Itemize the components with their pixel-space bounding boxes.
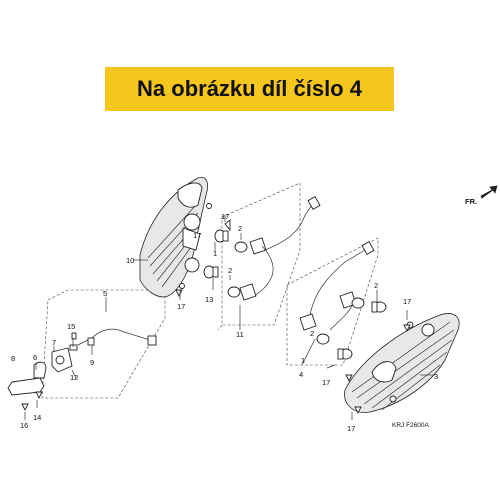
callout-11: 11: [236, 330, 244, 339]
callout-17: 17: [177, 302, 185, 311]
callout-17: 17: [403, 297, 411, 306]
bolt-icon: [345, 374, 353, 383]
callout-15: 15: [67, 322, 75, 331]
bolt-icon: [175, 289, 183, 298]
group-outline-4: [286, 237, 379, 366]
leader-lines: [24, 215, 433, 420]
banner-text: Na obrázku díl číslo 4: [137, 76, 362, 101]
callout-14: 14: [33, 413, 41, 422]
bolt-icon: [35, 391, 43, 400]
fasteners: [21, 219, 411, 415]
bolt-icon: [354, 406, 362, 415]
bolt-icon: [71, 332, 77, 340]
callout-4: 4: [299, 370, 303, 379]
group-outline-11: [221, 182, 301, 326]
socket-seal: [316, 333, 330, 345]
callout-3: 3: [434, 372, 438, 381]
callout-1: 1: [213, 249, 217, 258]
license-light-assembly: [7, 328, 157, 396]
callout-16: 16: [20, 421, 28, 430]
diagram-code: KRJ F2600A: [392, 422, 430, 429]
bulb-icon: [203, 265, 215, 279]
wire-connector: [307, 196, 321, 210]
right-turn-signal-assembly: [344, 313, 460, 413]
callout-2: 2: [228, 266, 232, 275]
callout-2: 2: [374, 281, 378, 290]
socket: [239, 283, 257, 301]
wire-grommet: [87, 337, 95, 346]
right-lens: [344, 313, 460, 413]
callout-7: 7: [52, 338, 56, 347]
group-outline-5: [41, 289, 166, 399]
callout-17: 17: [322, 378, 330, 387]
bolt-icon: [403, 324, 411, 333]
screw-icon: [389, 395, 397, 403]
left-turn-signal-assembly: [139, 176, 212, 298]
callout-17: 17: [347, 424, 355, 433]
callout-2: 2: [238, 224, 242, 233]
callout-13: 13: [205, 295, 213, 304]
bulb-icon: [69, 344, 78, 351]
socket-seal: [351, 297, 365, 309]
callout-12: 12: [70, 373, 78, 382]
front-direction-indicator: FR.: [465, 185, 498, 206]
part-number-banner: Na obrázku díl číslo 4: [105, 67, 394, 111]
front-arrow-icon: [480, 185, 498, 199]
right-bulbs-and-sockets: [299, 241, 387, 360]
bolt-icon: [224, 219, 231, 232]
callout-17: 17: [193, 231, 201, 240]
wire-connector: [147, 335, 157, 346]
bolt-icon: [21, 403, 29, 412]
callout-5: 5: [103, 289, 107, 298]
callout-10: 10: [126, 256, 134, 265]
callout-2: 2: [310, 329, 314, 338]
callout-labels: 1 1 2 2 2 2 3 4 5 6 7 8 9 10 11 12 13 14…: [11, 212, 438, 433]
left-bulbs-and-sockets: [203, 196, 321, 301]
callout-9: 9: [90, 358, 94, 367]
socket-seal: [234, 241, 248, 253]
wire-connector: [361, 241, 375, 255]
callout-17: 17: [221, 212, 229, 221]
socket-seal: [227, 286, 241, 298]
socket: [249, 237, 267, 255]
callout-8: 8: [11, 354, 15, 363]
callout-6: 6: [33, 353, 37, 362]
license-cover: [33, 361, 47, 379]
direction-label: FR.: [465, 197, 477, 206]
socket: [299, 313, 317, 331]
callout-1: 1: [301, 356, 305, 365]
